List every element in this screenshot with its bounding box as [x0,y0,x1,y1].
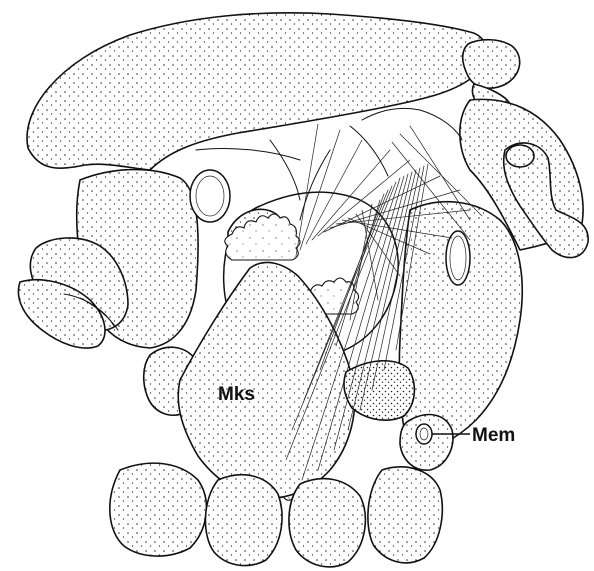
label-mks: Mks [218,384,255,405]
label-mem: Mem [472,425,515,446]
dorsal-carapace [27,13,520,170]
right-lateral-plate [399,99,588,455]
